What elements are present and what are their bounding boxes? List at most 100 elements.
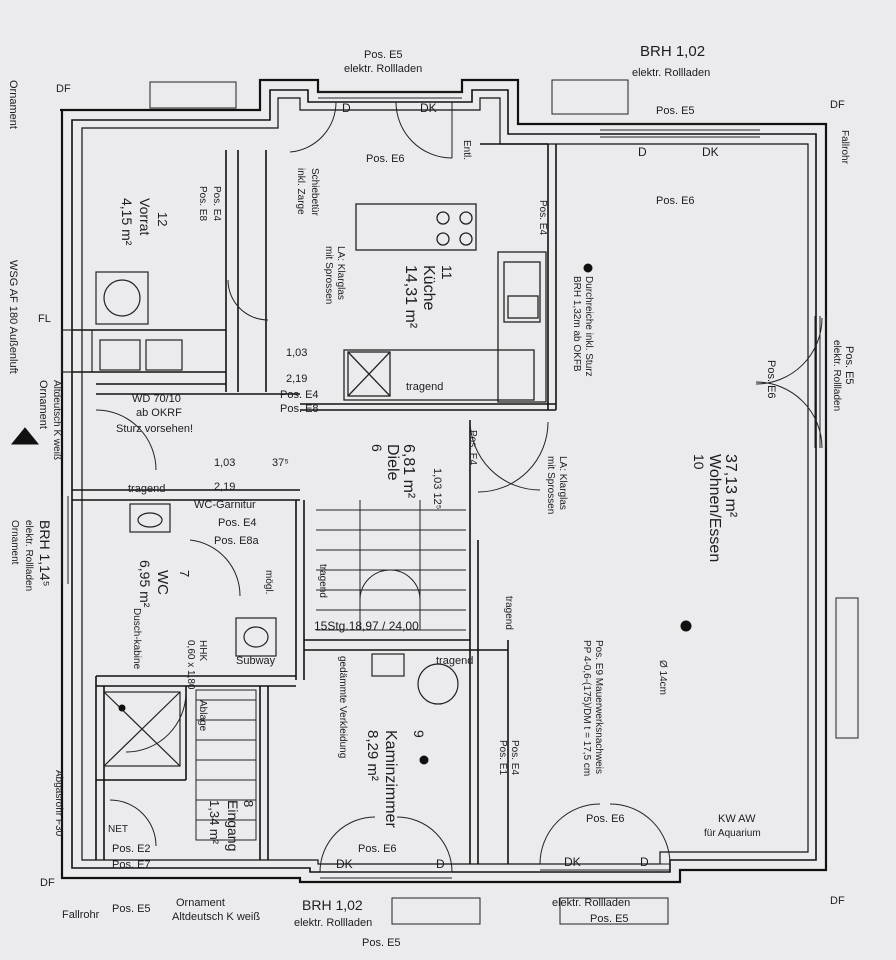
room-eingang-area: 1,34 m² xyxy=(207,800,222,845)
label-pos-e6-1: Pos. E6 xyxy=(366,153,405,165)
label-rohre: 0,60 x 1,80 xyxy=(185,640,196,690)
label-pos-e4-diele: Pos. E4 xyxy=(467,430,478,465)
label-df-right: DF xyxy=(830,895,845,907)
room-vorrat-name: Vorrat xyxy=(137,198,153,235)
rollladen-top: elektr. Rollladen xyxy=(632,67,710,79)
room-kueche-number: 11 xyxy=(439,265,455,280)
label-net: NET xyxy=(108,824,128,835)
label-duschkabine: Dusch-kabine xyxy=(131,608,142,670)
dim-219-a: 2,19 xyxy=(286,373,307,385)
label-subway: Subway xyxy=(236,655,276,667)
room-diele-number: 6 xyxy=(369,444,385,452)
label-fl: FL xyxy=(38,313,51,325)
label-df-tl: DF xyxy=(56,83,71,95)
label-pos-e8-v: Pos. E8 xyxy=(197,186,208,221)
label-pos-e4-v: Pos. E4 xyxy=(211,186,222,221)
label-altdeutsch-left: Altdeutsch K weiß xyxy=(51,380,62,460)
dim-103-125: 1,03 12⁵ xyxy=(431,468,443,509)
label-tragend-v: tragend xyxy=(503,596,514,630)
room-wc-number: 7 xyxy=(177,570,192,577)
label-brh132: BRH 1,32m ab OKFB xyxy=(571,276,582,372)
label-stairs: 15Stg.18,97 / 24,00 xyxy=(314,619,419,633)
rollladen-top-left: elektr. Rollladen xyxy=(344,63,422,75)
staircase xyxy=(195,500,466,841)
label-df-bottom: DF xyxy=(40,877,55,889)
label-tragend-1: tragend xyxy=(406,381,443,393)
kitchen-counter xyxy=(343,203,547,403)
room-vorrat-number: 12 xyxy=(155,212,170,226)
label-wsg: WSG AF 180 Außenluft xyxy=(7,260,19,374)
label-pos-e5-1: Pos. E5 xyxy=(656,105,695,117)
markers xyxy=(10,263,692,765)
label-pp: PP 4-0,6-(175)/DM t = 17,5 cm xyxy=(581,640,592,776)
label-wd: WD 70/10 xyxy=(132,393,181,405)
room-eingang-name: Eingang xyxy=(225,800,241,851)
label-pos-e5-right: Pos. E5 xyxy=(843,346,855,385)
label-la-klarglas-2: LA: Klarglas xyxy=(335,246,346,300)
label-pos-e4-1: Pos. E4 xyxy=(280,389,319,401)
label-moegl: mögl. xyxy=(263,570,274,594)
brh-top: BRH 1,02 xyxy=(640,43,705,60)
label-df-tr: DF xyxy=(830,99,845,111)
room-wohnen-area: 37,13 m² xyxy=(722,454,739,518)
label-pos-e6-2: Pos. E6 xyxy=(656,195,695,207)
label-rollladen-left: elektr. Rollladen xyxy=(23,520,34,591)
label-entl: Entl. xyxy=(461,140,472,160)
pos-e5-top: Pos. E5 xyxy=(364,49,403,61)
label-ab-okrf: ab OKRF xyxy=(136,407,182,419)
room-diele-area: 6,81 m² xyxy=(400,444,417,499)
label-rollladen-bottom: elektr. Rollladen xyxy=(294,917,372,929)
label-mit-sprossen: mit Sprossen xyxy=(545,456,556,514)
room-kamin-number: 9 xyxy=(411,730,427,738)
label-dk-1: DK xyxy=(336,857,353,871)
label-d-2: D xyxy=(640,855,649,869)
label-tragend-2: tragend xyxy=(128,483,165,495)
label-dk-2: DK xyxy=(564,855,581,869)
label-wc-garnitur: WC-Garnitur xyxy=(194,499,256,511)
label-brh102-bottom: BRH 1,02 xyxy=(302,897,363,913)
label-pos-e2: Pos. E2 xyxy=(112,843,151,855)
label-pos-e7: Pos. E7 xyxy=(112,859,151,871)
label-ornament-left2: Ornament xyxy=(37,380,49,429)
label-ornament-left: Ornament xyxy=(7,80,19,129)
room-kueche-area: 14,31 m² xyxy=(402,265,419,329)
room-kamin-area: 8,29 m² xyxy=(364,730,381,781)
label-ornament-bottom: Ornament xyxy=(176,897,225,909)
label-ablage: Ablage xyxy=(197,700,208,732)
label-pos-e4-k: Pos. E4 xyxy=(537,200,548,235)
label-dk-top2: DK xyxy=(702,145,719,159)
label-pos-e4-kamin: Pos. E4 xyxy=(509,740,520,775)
room-kueche-name: Küche xyxy=(420,265,437,310)
label-inkl-zarge: inkl. Zarge xyxy=(295,168,306,215)
label-pos-e8a: Pos. E8a xyxy=(214,535,260,547)
label-hhk: HHK xyxy=(197,640,208,661)
label-la-klarglas: LA: Klarglas xyxy=(557,456,568,510)
label-pos-e6-bottom-2: Pos. E6 xyxy=(586,813,625,825)
dim-103-b: 1,03 xyxy=(214,457,235,469)
label-durchreiche: Durchreiche inkl. Sturz xyxy=(583,276,594,377)
label-d-1: D xyxy=(436,857,445,871)
label-pos-e6-bottom: Pos. E6 xyxy=(358,843,397,855)
door-swings xyxy=(95,101,823,873)
label-pos-e5-bottom: Pos. E5 xyxy=(362,937,401,949)
room-wohnen-number: 10 xyxy=(691,454,707,470)
room-wohnen-name: Wohnen/Essen xyxy=(706,454,723,562)
label-fallrohr: Fallrohr xyxy=(62,909,100,921)
dim-103-a: 1,03 xyxy=(286,347,307,359)
label-sturz: Sturz vorsehen! xyxy=(116,423,193,435)
room-eingang-number: 8 xyxy=(241,800,256,807)
label-schiebetuer: Schiebetür xyxy=(309,168,320,216)
label-pos-e9: Pos. E9 Mauerwerksnachweis xyxy=(593,640,604,774)
room-wc-area: 6,95 m² xyxy=(137,560,153,608)
label-pos-e8-1: Pos. E8 xyxy=(280,403,319,415)
windows xyxy=(61,79,859,925)
label-rollladen-right: elektr. Rollladen xyxy=(831,340,842,411)
label-abgasrohr: Abgasrohr F30 xyxy=(53,770,64,837)
room-kamin-name: Kaminzimmer xyxy=(382,730,399,828)
interior-walls xyxy=(72,143,557,864)
label-aquarium: für Aquarium xyxy=(704,828,761,839)
label-brh114: BRH 1,14⁵ xyxy=(37,520,53,587)
label-pos-e4-wc: Pos. E4 xyxy=(218,517,257,529)
label-ornament-left3: Ornament xyxy=(9,520,20,565)
